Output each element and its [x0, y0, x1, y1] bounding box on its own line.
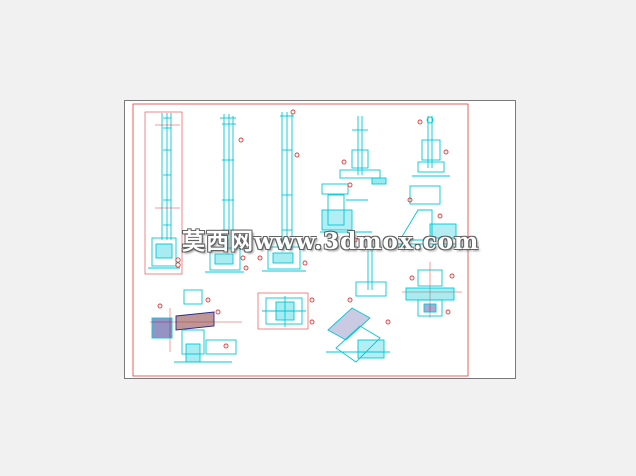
mast-3 — [257, 109, 308, 272]
drawing-sheet — [124, 100, 516, 379]
section-detail — [257, 292, 315, 330]
mast-4 — [320, 116, 387, 243]
inner-frame — [132, 103, 469, 377]
mast-2 — [205, 114, 249, 273]
isometric-detail — [326, 248, 391, 363]
mast-5 — [398, 116, 460, 245]
mast-1 — [144, 111, 183, 275]
watermark-text: 莫西网www.3dmox.com — [182, 228, 480, 255]
gear-detail — [150, 289, 242, 363]
coupling-detail — [402, 262, 462, 318]
